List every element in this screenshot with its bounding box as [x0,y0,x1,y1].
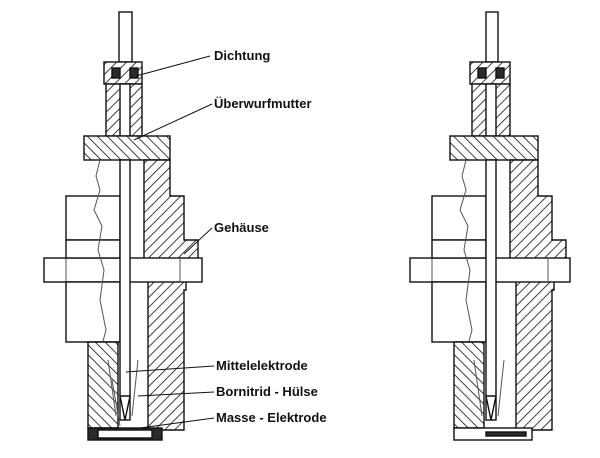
left-plug-drawing [43,11,203,441]
label-ueberwurfmutter: Überwurfmutter [214,96,312,111]
label-bornitrid-huelse: Bornitrid - Hülse [216,384,318,399]
label-masse-elektrode: Masse - Elektrode [216,410,327,425]
right-housing [509,159,567,431]
left-center-electrode [119,159,131,421]
right-union-nut [449,135,539,161]
right-center-electrode [485,159,497,421]
right-plug-drawing [409,11,571,441]
label-gehaeuse: Gehäuse [214,220,269,235]
left-terminal-pin [118,11,133,63]
label-dichtung: Dichtung [214,48,270,63]
leader-lines [125,55,215,429]
label-mittelelektrode: Mittelelektrode [216,358,308,373]
labels: Dichtung Überwurfmutter Gehäuse Mittelel… [214,48,327,425]
left-housing [143,159,199,431]
right-terminal-pin [485,11,499,63]
left-union-nut [83,135,171,161]
